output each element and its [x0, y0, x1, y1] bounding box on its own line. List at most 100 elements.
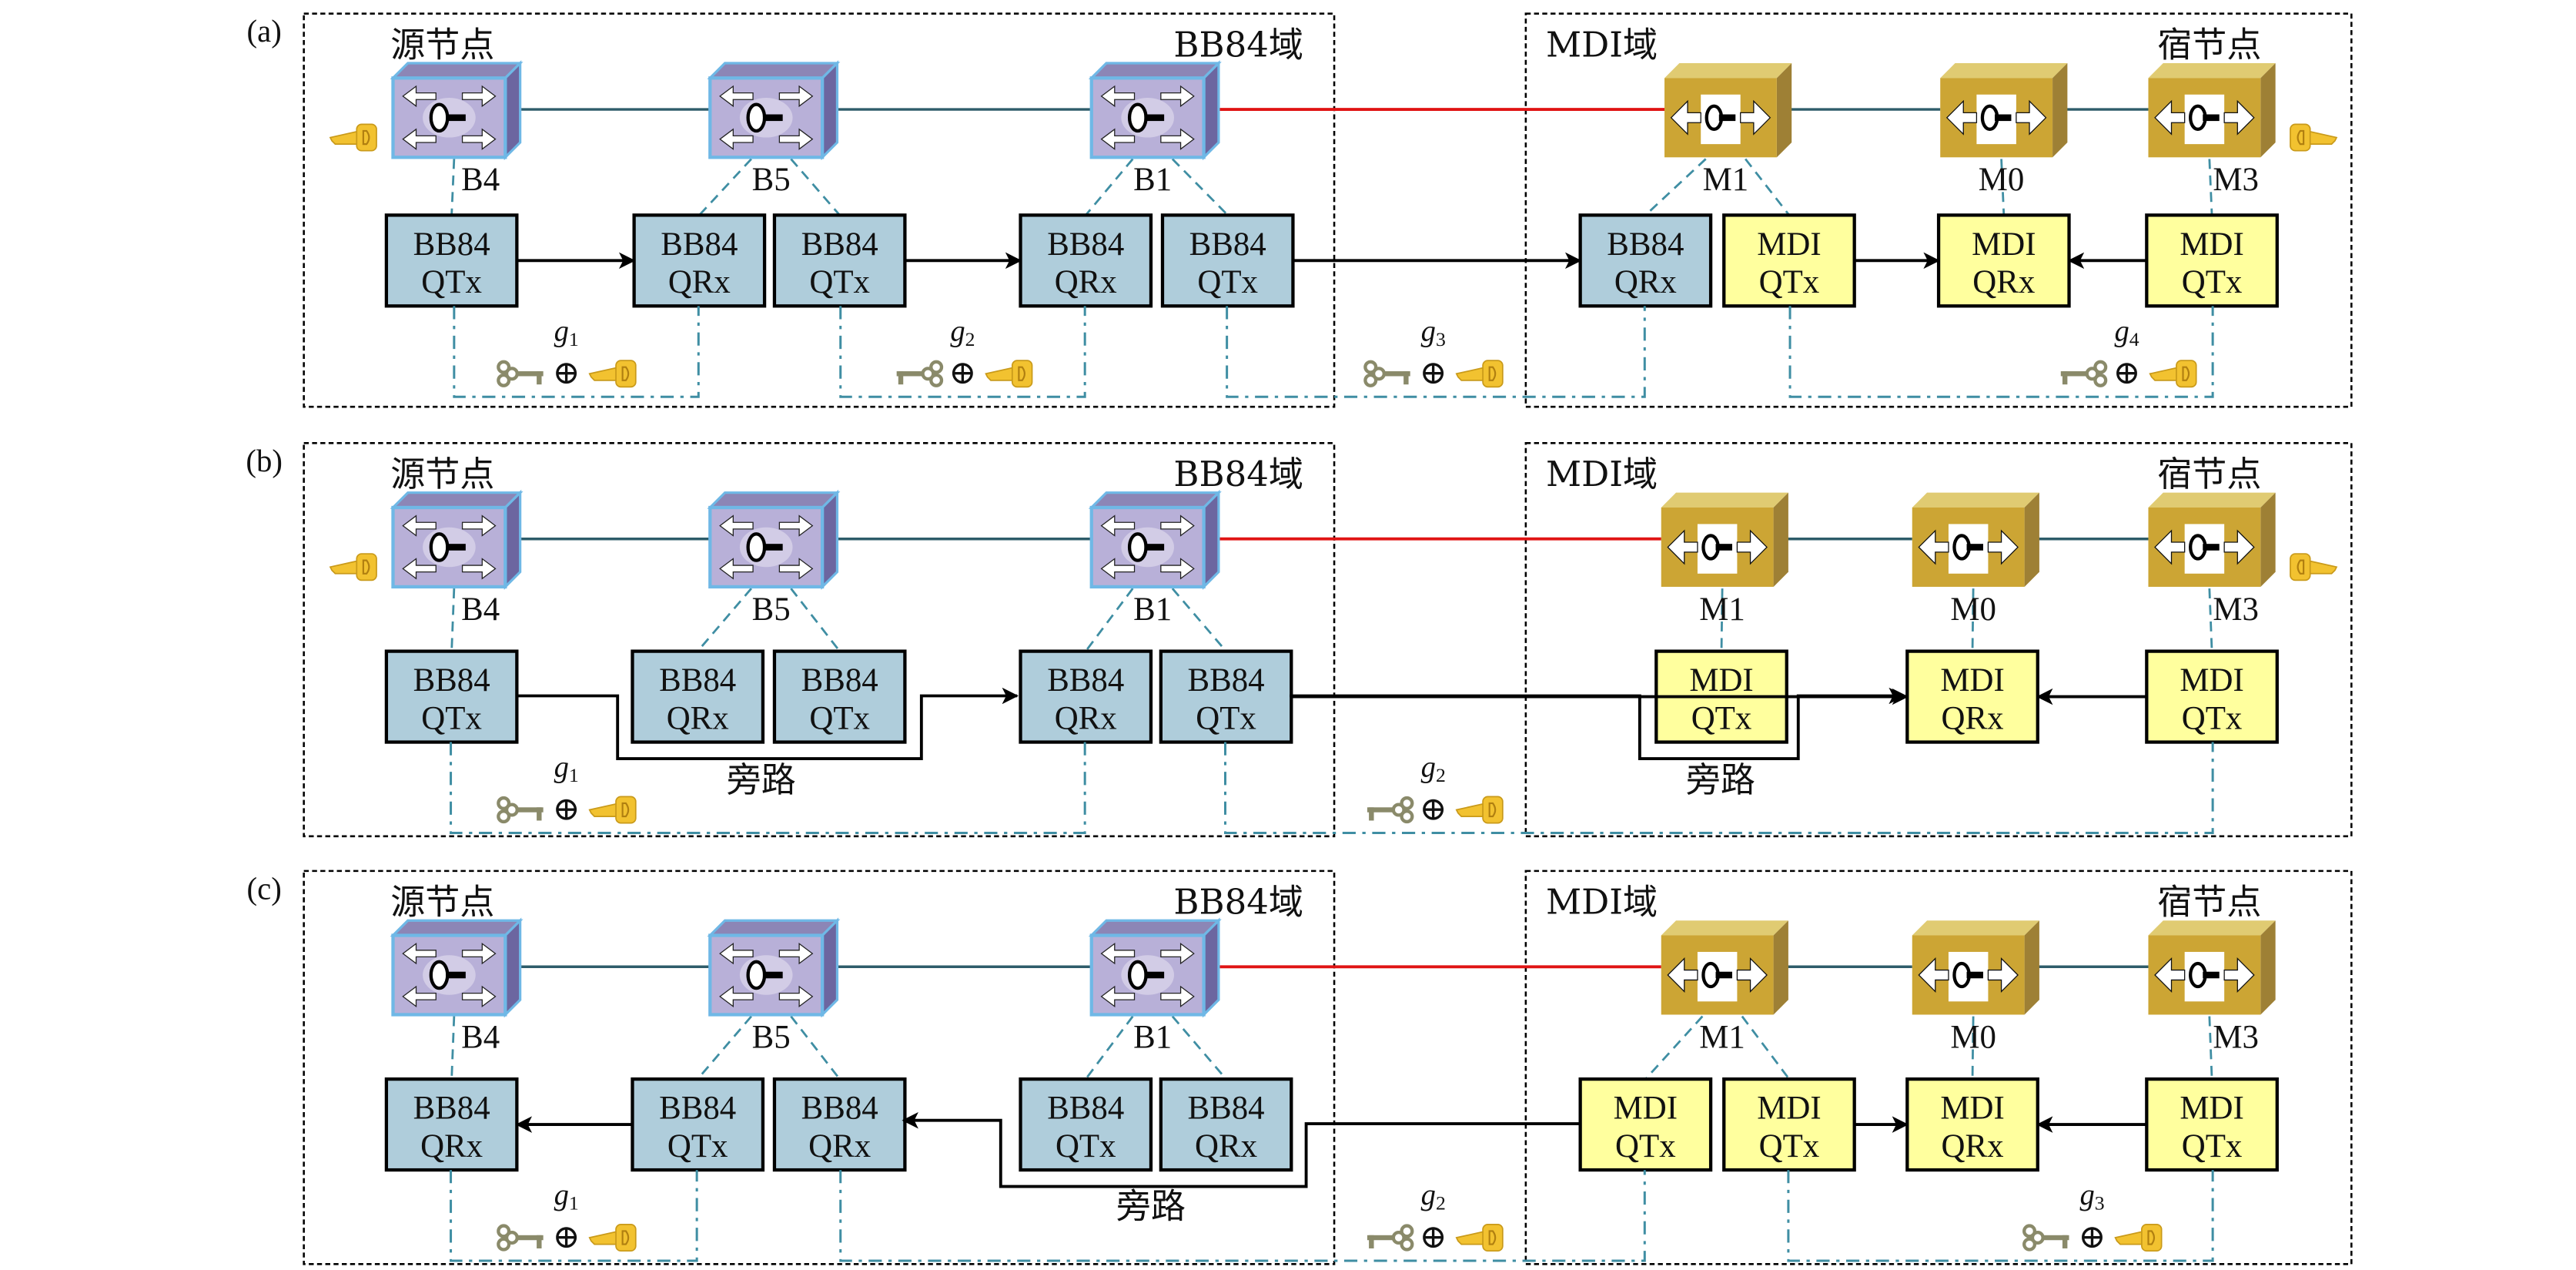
key-relay-group-g1: g1⊕	[450, 1170, 698, 1262]
mdi-node-icon	[1664, 63, 1792, 158]
node-m3[interactable]: M3	[2148, 920, 2276, 1055]
node-m3[interactable]: M3	[2148, 63, 2338, 198]
module-box[interactable]	[631, 649, 765, 744]
node-side-face	[2260, 63, 2276, 158]
module-role: QRx	[1055, 264, 1117, 300]
xor-symbol: ⊕	[2113, 355, 2141, 391]
xor-symbol: ⊕	[1420, 1219, 1447, 1255]
node-b5[interactable]: B5	[707, 917, 841, 1055]
module-box[interactable]	[1019, 1077, 1153, 1172]
module-box[interactable]	[1160, 213, 1295, 308]
module-box[interactable]	[1578, 1077, 1713, 1172]
key-relay-group-g3: g3⊕	[1226, 306, 1646, 398]
module-protocol: BB84	[1188, 662, 1265, 699]
node-side-face	[503, 60, 522, 161]
key-symbol-icon	[2189, 961, 2220, 989]
node-m1[interactable]: M1	[1664, 63, 1792, 198]
node-m1[interactable]: M1	[1661, 492, 1788, 628]
module-box[interactable]	[1159, 649, 1293, 744]
switch-arrow-icon	[778, 985, 814, 1008]
switch-arrow-icon	[1100, 514, 1136, 537]
mdi-node-icon	[1912, 920, 2039, 1015]
node-top-face	[707, 919, 841, 937]
module-box[interactable]	[2145, 213, 2279, 308]
node-m1[interactable]: M1	[1661, 920, 1788, 1055]
node-m0[interactable]: M0	[1912, 492, 2039, 628]
bb84-trusted-node-icon	[1088, 489, 1222, 590]
module-role: QTx	[421, 264, 482, 300]
module-box[interactable]	[772, 1077, 907, 1172]
module-box[interactable]	[1159, 1077, 1293, 1172]
panel-tag: (c)	[247, 871, 282, 906]
module-role: QRx	[1055, 700, 1117, 736]
module-box[interactable]	[384, 1077, 519, 1172]
bypass-label: 旁路	[1116, 1185, 1186, 1226]
node-side-face	[821, 917, 839, 1018]
bypass-label: 旁路	[1686, 759, 1755, 800]
switch-arrow-icon	[1160, 985, 1195, 1008]
module-box[interactable]	[1905, 649, 2039, 744]
node-b5[interactable]: B5	[707, 60, 841, 198]
node-m3[interactable]: M3	[2148, 492, 2338, 628]
module-protocol: MDI	[1614, 1091, 1678, 1127]
gray-key-icon	[1367, 796, 1414, 824]
module-box[interactable]	[631, 1077, 765, 1172]
node-side-face	[2260, 492, 2276, 587]
module-role: QRx	[1942, 1128, 2004, 1164]
mdi-node-icon	[2148, 920, 2276, 1015]
module-box[interactable]	[772, 649, 907, 744]
switch-arrow-icon	[402, 128, 437, 150]
mdi-domain-frame	[1524, 870, 2353, 1265]
bb84-trusted-node-icon	[390, 489, 524, 590]
node-b1[interactable]: B1	[1088, 917, 1222, 1055]
node-m0[interactable]: M0	[1912, 920, 2039, 1055]
node-b4[interactable]: B4	[390, 917, 524, 1055]
node-top-face	[1088, 491, 1222, 509]
module-box[interactable]	[2145, 1077, 2279, 1172]
module-role: QTx	[1759, 264, 1820, 300]
module-box[interactable]	[384, 213, 519, 308]
node-side-face	[2024, 492, 2039, 587]
node-module-connector	[1171, 158, 1229, 216]
gold-key-icon	[588, 796, 637, 824]
panel-tag: (a)	[247, 14, 282, 49]
node-b4[interactable]: B4	[329, 489, 524, 628]
module-box[interactable]	[1019, 213, 1153, 308]
key-symbol-icon	[746, 960, 783, 990]
node-m0[interactable]: M0	[1940, 63, 2068, 198]
gray-key-icon	[497, 796, 544, 824]
node-b1[interactable]: B1	[1088, 60, 1222, 198]
module-box[interactable]	[1722, 213, 1856, 308]
node-b4[interactable]: B4	[329, 60, 524, 198]
switch-arrow-icon	[461, 942, 497, 965]
node-b5[interactable]: B5	[707, 489, 841, 628]
node-b1[interactable]: B1	[1088, 489, 1222, 628]
module-role: QTx	[421, 700, 482, 736]
switch-arrow-icon	[1160, 558, 1195, 580]
